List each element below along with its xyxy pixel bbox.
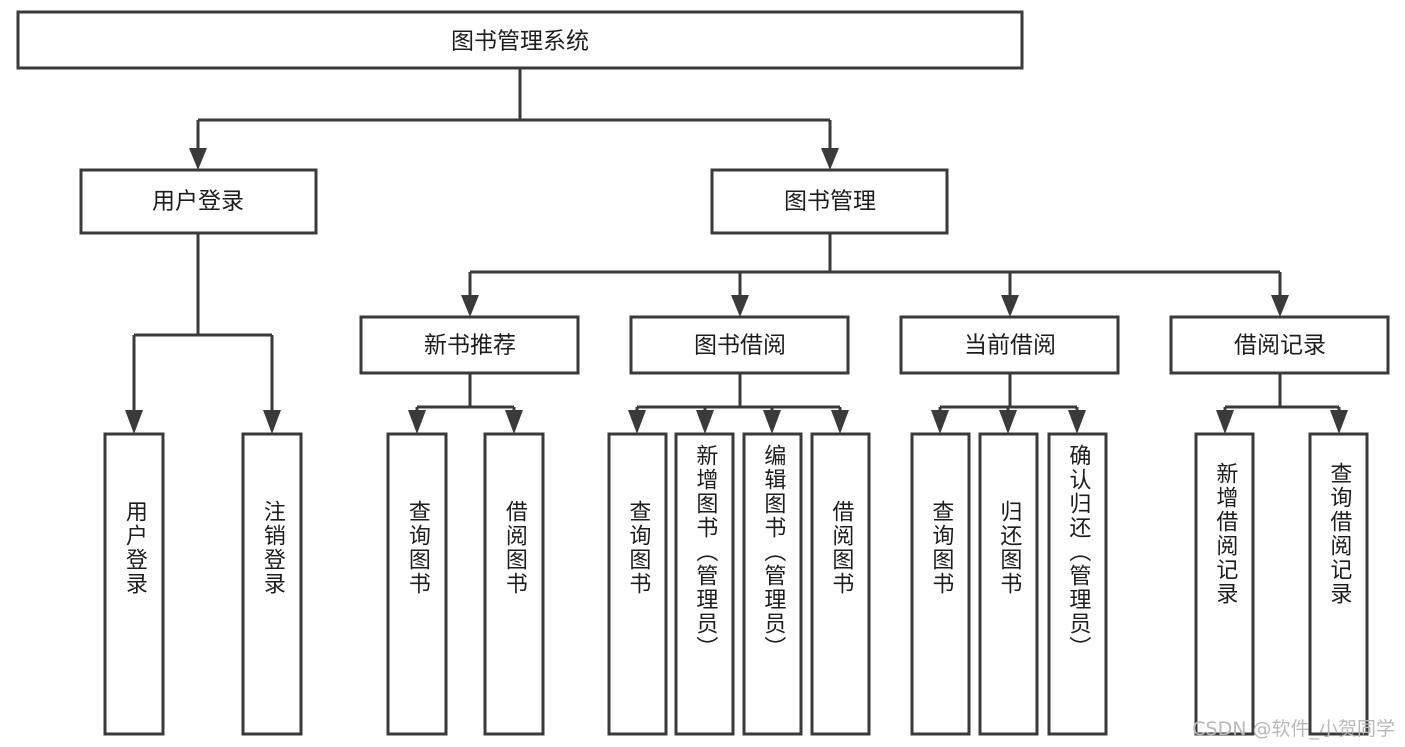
connector-newbook-to-leaves <box>408 373 523 434</box>
arrow-head-icon <box>931 410 949 434</box>
arrow-head-icon <box>1001 295 1019 317</box>
connector-root-to-level2 <box>189 68 839 170</box>
arrow-head-icon <box>1271 295 1289 317</box>
node-book-borrow[interactable]: 图书借阅 <box>629 315 850 375</box>
arrow-head-icon <box>263 410 281 434</box>
node-new-book-recommend-label: 新书推荐 <box>424 333 516 359</box>
arrow-head-icon <box>189 148 207 170</box>
connector-borrowrecord-to-leaves <box>1216 373 1348 434</box>
arrow-head-icon <box>821 148 839 170</box>
arrow-head-icon <box>505 410 523 434</box>
node-root-system[interactable]: 图书管理系统 <box>16 10 1024 70</box>
leaf-node-user-login[interactable] <box>103 432 165 736</box>
leaf-node-user-logout[interactable] <box>241 432 303 736</box>
leaf-node-query-book-2[interactable] <box>607 432 668 736</box>
leaf-node-return-book[interactable] <box>978 432 1039 736</box>
arrow-head-icon <box>408 410 426 434</box>
node-book-management-label: 图书管理 <box>784 189 876 215</box>
arrow-head-icon <box>1330 410 1348 434</box>
arrow-head-icon <box>461 295 479 317</box>
leaf-node-borrow-book-2[interactable] <box>810 432 871 736</box>
leaf-node-query-book-1[interactable] <box>386 432 448 736</box>
leaf-node-confirm-return[interactable] <box>1047 432 1108 736</box>
connector-bookborrow-to-leaves <box>628 373 849 434</box>
node-current-borrow[interactable]: 当前借阅 <box>899 315 1120 375</box>
connector-bookmgmt-to-level3 <box>461 233 1289 317</box>
leaf-node-query-record[interactable] <box>1308 432 1369 736</box>
connector-userlogin-to-leaves <box>125 233 281 434</box>
arrow-head-icon <box>999 410 1017 434</box>
node-root-label: 图书管理系统 <box>451 29 589 55</box>
node-current-borrow-label: 当前借阅 <box>964 333 1056 359</box>
leaf-node-add-book[interactable] <box>674 432 735 736</box>
node-borrow-record[interactable]: 借阅记录 <box>1169 315 1390 375</box>
node-book-borrow-label: 图书借阅 <box>694 333 786 359</box>
arrow-head-icon <box>696 410 714 434</box>
arrow-head-icon <box>1068 410 1086 434</box>
arrow-head-icon <box>628 410 646 434</box>
arrow-head-icon <box>763 410 781 434</box>
arrow-head-icon <box>125 410 143 434</box>
node-new-book-recommend[interactable]: 新书推荐 <box>359 315 580 375</box>
node-book-management[interactable]: 图书管理 <box>710 168 949 235</box>
arrow-head-icon <box>731 295 749 317</box>
leaf-node-add-record[interactable] <box>1194 432 1255 736</box>
leaf-node-query-book-3[interactable] <box>910 432 971 736</box>
node-user-login[interactable]: 用户登录 <box>79 168 318 235</box>
leaf-node-edit-book[interactable] <box>742 432 803 736</box>
node-user-login-label: 用户登录 <box>152 189 244 215</box>
node-borrow-record-label: 借阅记录 <box>1234 333 1326 359</box>
arrow-head-icon <box>831 410 849 434</box>
leaf-node-borrow-book-1[interactable] <box>483 432 545 736</box>
arrow-head-icon <box>1216 410 1234 434</box>
connector-currentborrow-to-leaves <box>931 373 1086 434</box>
